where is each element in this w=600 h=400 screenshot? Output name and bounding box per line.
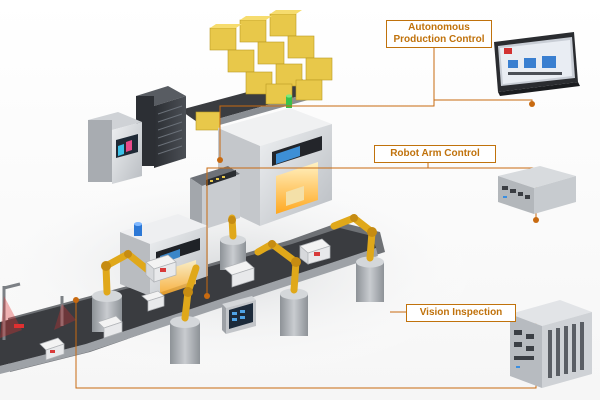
robot-joints: [101, 214, 377, 297]
box-stack: [209, 10, 333, 105]
small-terminal: [222, 296, 256, 334]
product-markings: [50, 252, 320, 353]
panel-pc-icon: [494, 32, 580, 96]
box-pc-icon: [498, 166, 576, 214]
label-autonomous-production-control: Autonomous Production Control: [386, 20, 492, 48]
label-autonomous-line1: Autonomous: [408, 22, 470, 33]
control-cabinet: [88, 112, 142, 184]
label-robot-arm-control: Robot Arm Control: [374, 145, 496, 163]
server-rack: [136, 86, 186, 168]
label-vision-inspection: Vision Inspection: [406, 304, 516, 322]
label-autonomous-line2: Production Control: [393, 34, 485, 45]
vision-station: [0, 282, 76, 340]
industrial-pc-icon: [510, 300, 592, 388]
conveyor-box: [195, 111, 221, 131]
